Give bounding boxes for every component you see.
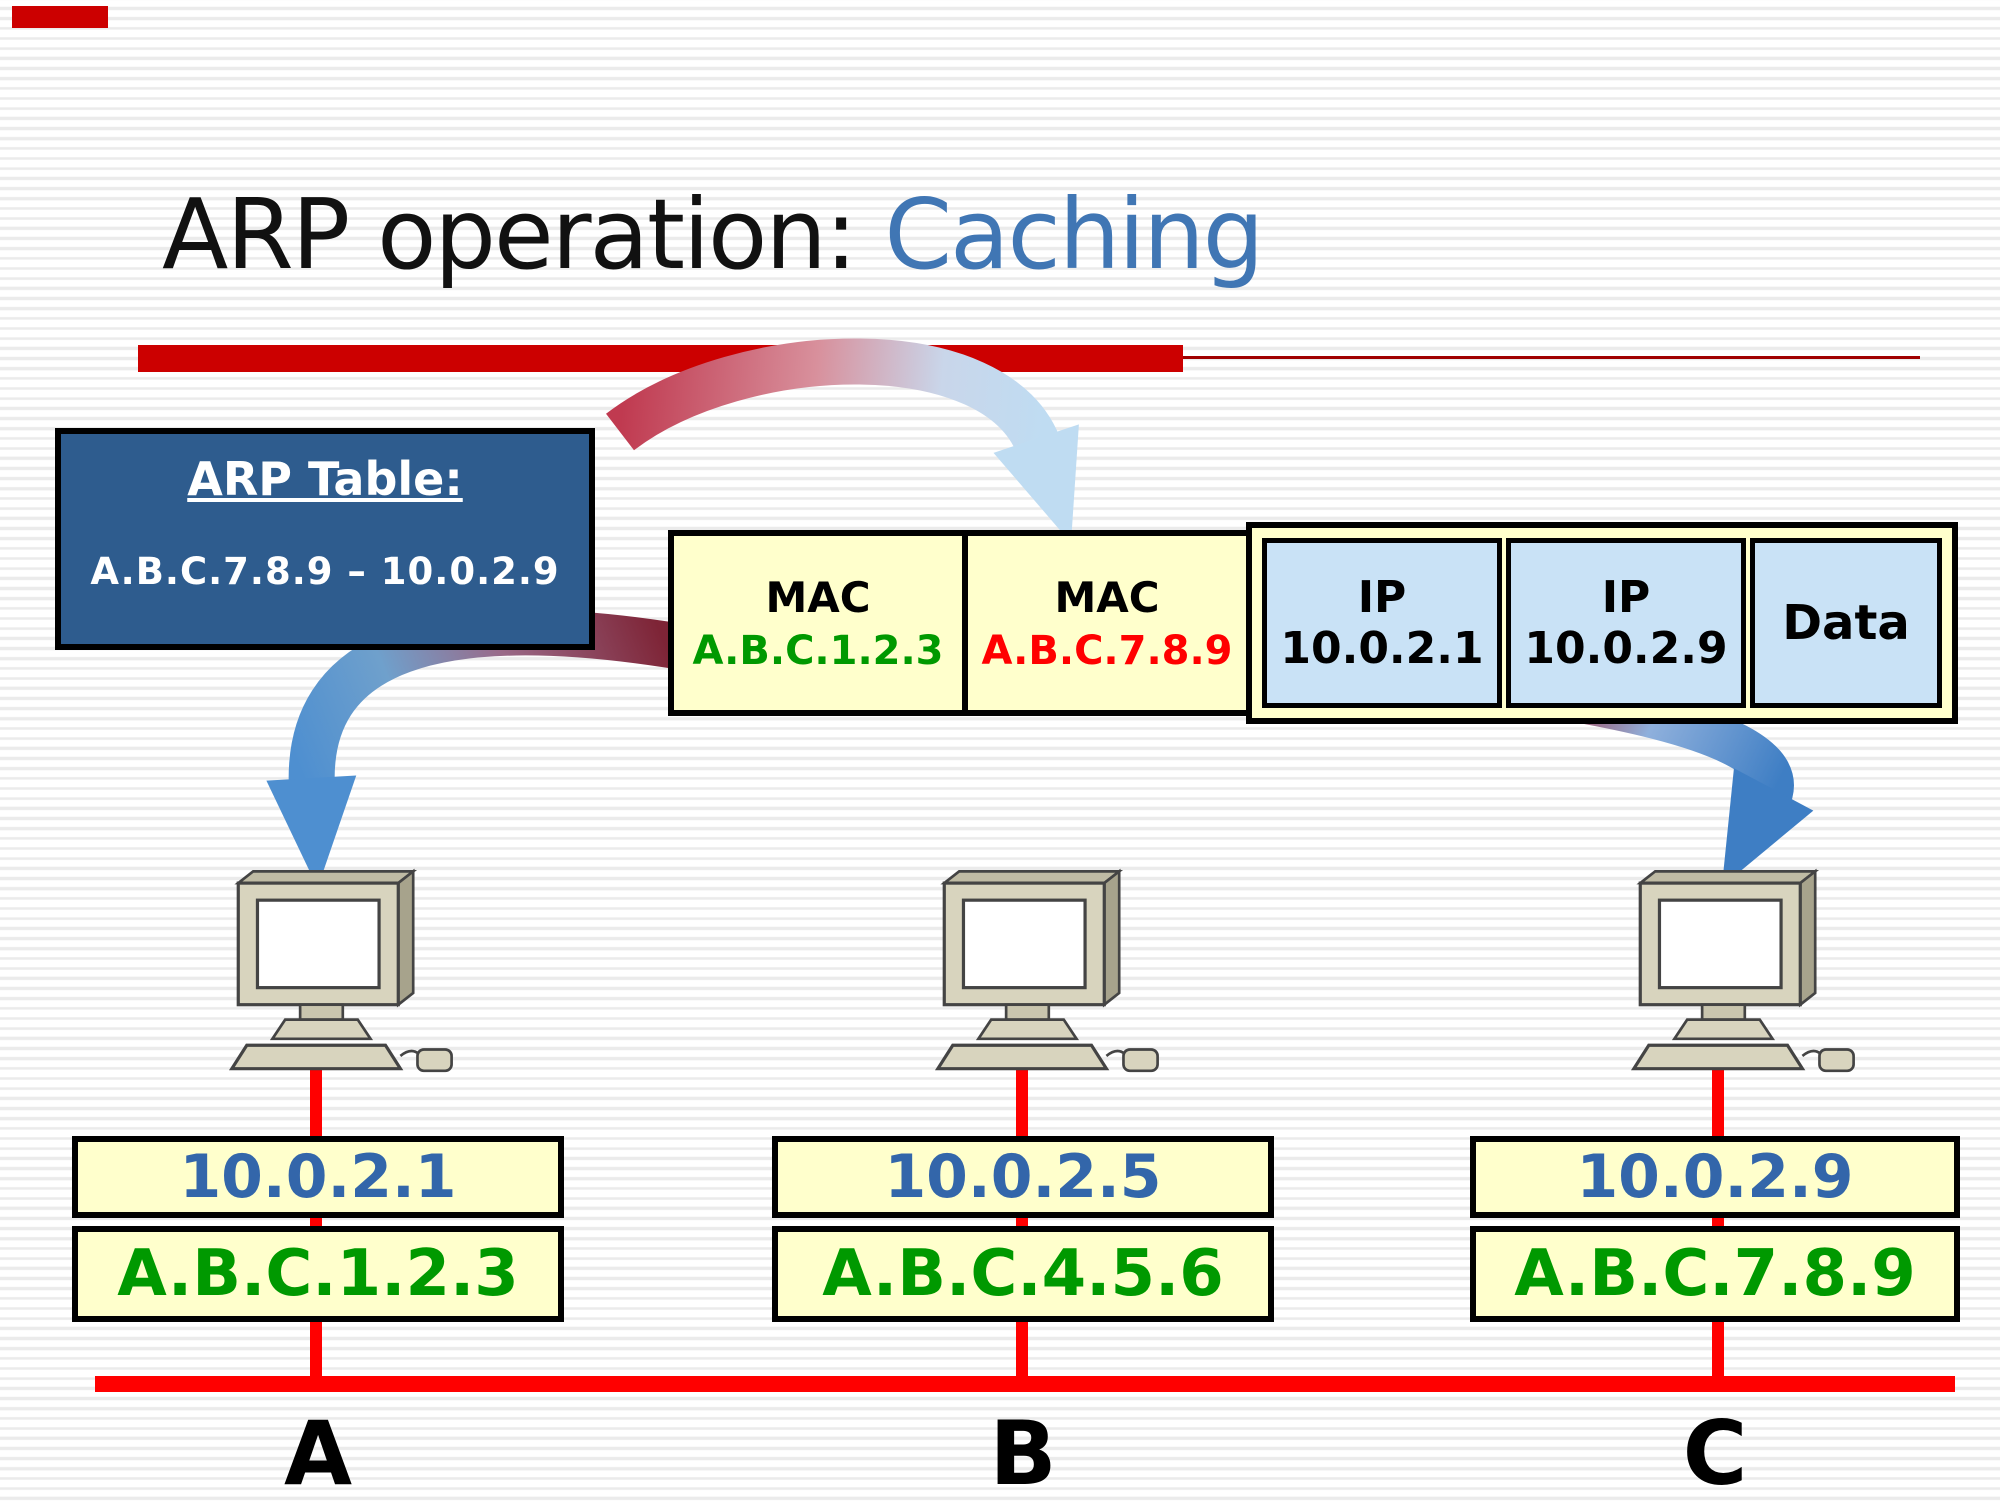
ethernet-bus	[95, 1376, 1955, 1392]
arrow-packet-to-arp-table	[606, 338, 1079, 543]
page-title: ARP operation: Caching	[162, 178, 1264, 291]
host-b-ip-box: 10.0.2.5	[772, 1136, 1274, 1218]
packet-src-mac-value: A.B.C.1.2.3	[692, 627, 944, 674]
host-c-computer-icon	[1630, 868, 1855, 1073]
host-a-label: A	[283, 1402, 353, 1505]
packet-src-ip-label: IP	[1357, 572, 1407, 623]
packet-ip-group: IP 10.0.2.1 IP 10.0.2.9 Data	[1246, 522, 1958, 724]
host-b-label: B	[989, 1402, 1057, 1505]
packet-dst-ip-label: IP	[1601, 572, 1651, 623]
packet-dst-ip-value: 10.0.2.9	[1524, 623, 1728, 674]
packet-data-field: Data	[1750, 538, 1942, 708]
host-c-label: C	[1682, 1402, 1748, 1505]
arp-table-heading: ARP Table:	[187, 452, 463, 506]
packet-src-mac-label: MAC	[765, 572, 871, 622]
host-c-mac-box: A.B.C.7.8.9	[1470, 1226, 1960, 1322]
title-prefix: ARP operation:	[162, 178, 885, 291]
arrow-packet-to-host-a	[266, 609, 704, 888]
host-a-ip-box: 10.0.2.1	[72, 1136, 564, 1218]
packet-src-mac-field: MAC A.B.C.1.2.3	[668, 530, 968, 716]
host-a-computer-icon	[228, 868, 453, 1073]
packet-src-ip-value: 10.0.2.1	[1280, 623, 1484, 674]
title-highlight: Caching	[884, 178, 1264, 291]
packet-dst-mac-value: A.B.C.7.8.9	[981, 627, 1233, 674]
arp-table: ARP Table: A.B.C.7.8.9 – 10.0.2.9	[55, 428, 595, 650]
packet-dst-mac-field: MAC A.B.C.7.8.9	[962, 530, 1252, 716]
host-b-mac-box: A.B.C.4.5.6	[772, 1226, 1274, 1322]
packet-dst-mac-label: MAC	[1054, 572, 1160, 622]
packet-src-ip-field: IP 10.0.2.1	[1262, 538, 1502, 708]
arp-table-entry: A.B.C.7.8.9 – 10.0.2.9	[90, 550, 560, 593]
host-b-computer-icon	[934, 868, 1159, 1073]
title-underline-thick	[138, 345, 1183, 372]
host-c-ip-box: 10.0.2.9	[1470, 1136, 1960, 1218]
packet-dst-ip-field: IP 10.0.2.9	[1506, 538, 1746, 708]
host-a-mac-box: A.B.C.1.2.3	[72, 1226, 564, 1322]
corner-accent	[12, 6, 108, 28]
